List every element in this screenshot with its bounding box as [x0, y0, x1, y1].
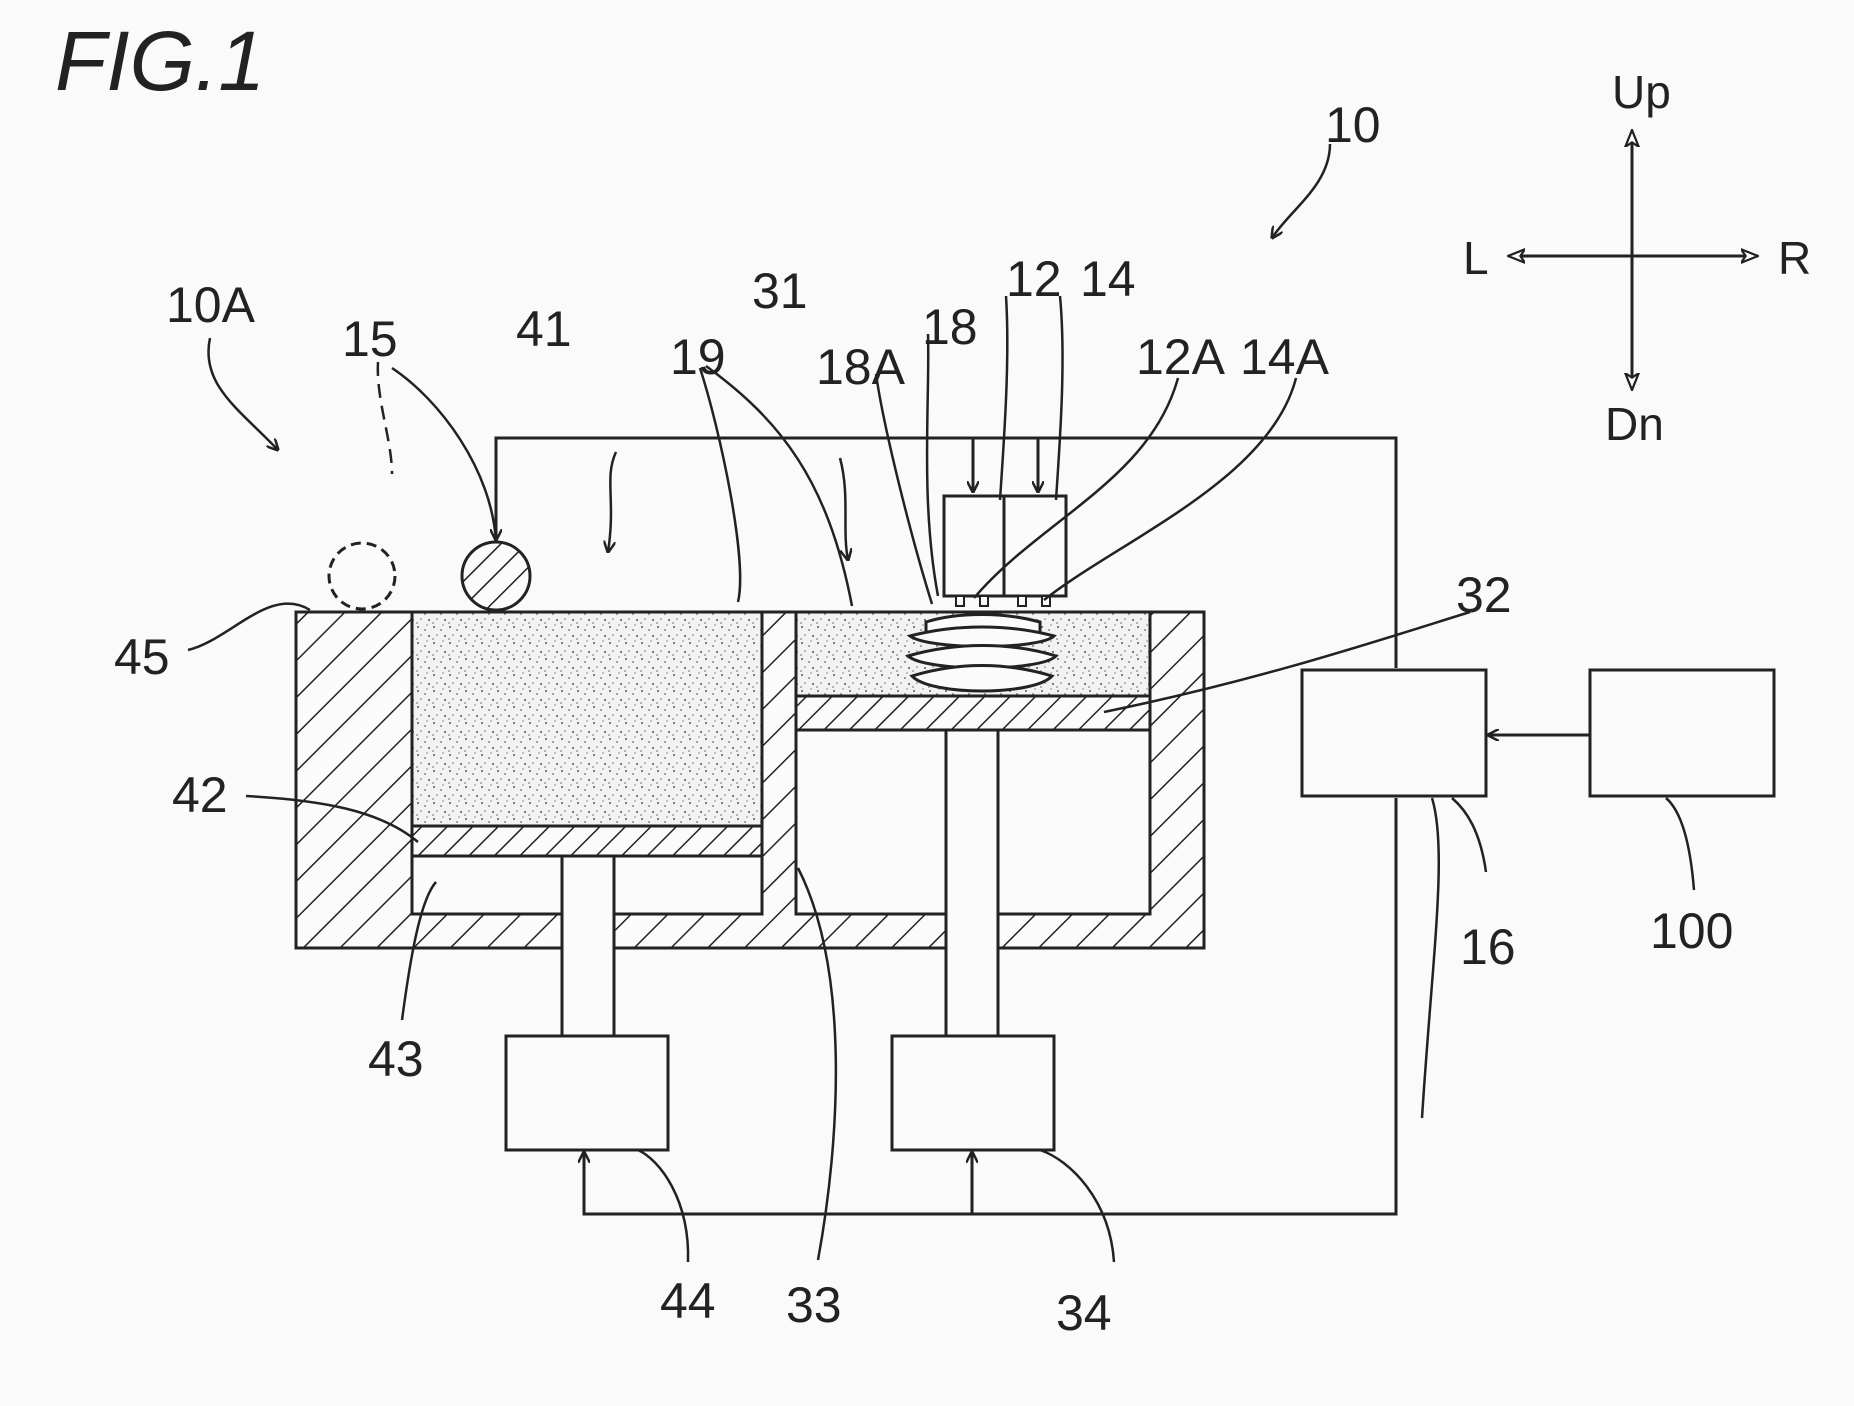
direction-indicator: Up Dn L R [1463, 66, 1811, 450]
label-overflow: 45 [114, 629, 170, 685]
dir-right-label: R [1778, 232, 1811, 284]
label-external: 100 [1650, 903, 1733, 959]
label-supply-stage: 42 [172, 767, 228, 823]
figure-title: FIG.1 [55, 14, 265, 108]
head-unit-12 [944, 496, 1004, 596]
label-powder: 19 [670, 329, 726, 385]
build-drive-box [892, 1036, 1054, 1150]
label-device: 10 [1325, 97, 1381, 153]
label-drive-34: 34 [1056, 1285, 1112, 1341]
dir-up-label: Up [1612, 66, 1671, 118]
dir-left-label: L [1463, 232, 1489, 284]
supply-drive-box [506, 1036, 668, 1150]
label-head-12: 12 [1006, 251, 1062, 307]
label-build-stage: 32 [1456, 567, 1512, 623]
build-shaft [946, 730, 998, 1038]
label-head-nozzle: 18A [816, 339, 906, 395]
object-layer-4 [912, 666, 1052, 692]
label-supply-tank: 41 [516, 301, 572, 357]
label-build-wall: 33 [786, 1277, 842, 1333]
roller [462, 542, 530, 610]
supply-powder [412, 612, 762, 826]
label-build-tank: 31 [752, 263, 808, 319]
supply-shaft [562, 856, 614, 1038]
label-drive-44: 44 [660, 1273, 716, 1329]
label-roller: 15 [342, 311, 398, 367]
label-build-unit: 10A [166, 277, 256, 333]
object-layer-2 [910, 627, 1054, 647]
build-stage [796, 696, 1150, 730]
label-supply-wall: 43 [368, 1031, 424, 1087]
label-controller: 16 [1460, 919, 1516, 975]
controller-box [1302, 670, 1486, 796]
supply-stage [412, 826, 762, 856]
label-nozzle-14a: 14A [1240, 329, 1330, 385]
external-device-box [1590, 670, 1774, 796]
roller-ghost [329, 543, 395, 609]
label-head-14: 14 [1080, 251, 1136, 307]
dir-down-label: Dn [1605, 398, 1664, 450]
head-unit-14 [1004, 496, 1066, 596]
label-nozzle-12a: 12A [1136, 329, 1226, 385]
label-head: 18 [922, 299, 978, 355]
